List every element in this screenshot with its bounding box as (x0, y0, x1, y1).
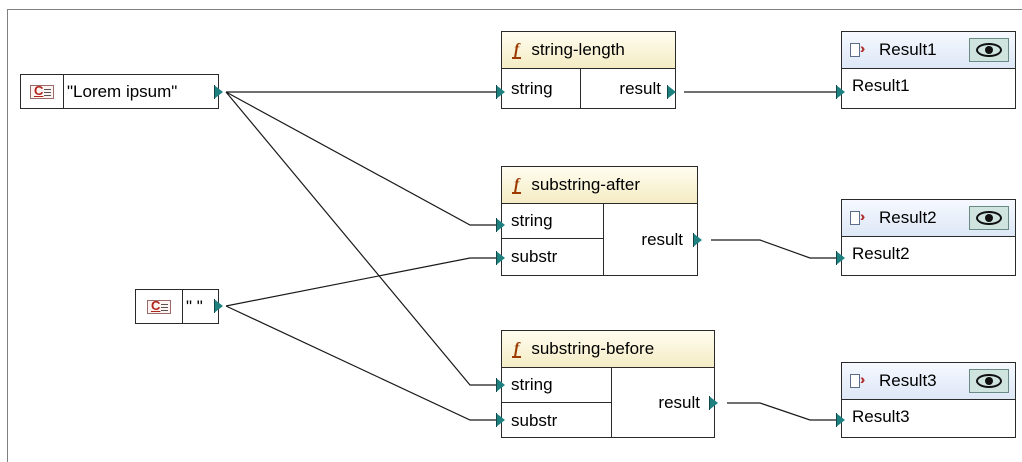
constant-space[interactable]: C " " (135, 289, 219, 324)
input-substr[interactable]: substr (511, 410, 558, 430)
input-port-string[interactable] (496, 378, 505, 392)
input-string[interactable]: string (502, 368, 611, 403)
output-port-result[interactable] (693, 233, 702, 247)
output-result[interactable]: result (619, 78, 661, 98)
output-result[interactable]: result (658, 392, 700, 412)
output-port-result[interactable] (667, 85, 676, 99)
constant-output-port[interactable] (214, 299, 223, 313)
constant-output-port[interactable] (214, 85, 223, 99)
result-component-3[interactable]: ›› Result3 Result3 (841, 362, 1016, 438)
result-component-1[interactable]: ›› Result1 Result1 (841, 31, 1016, 109)
constant-value[interactable]: "Lorem ipsum" (67, 81, 178, 101)
result-header[interactable]: ›› Result1 (842, 32, 1015, 69)
function-icon: f (512, 40, 522, 59)
result-input-port[interactable] (836, 251, 845, 265)
input-substr[interactable]: substr (511, 246, 558, 266)
constant-value[interactable]: " " (186, 296, 203, 316)
output-port-result[interactable] (709, 396, 718, 410)
input-port-string[interactable] (496, 218, 505, 232)
result-output-icon: ›› (850, 208, 876, 226)
function-substring-after[interactable]: f substring-after string substr result (501, 166, 698, 276)
result-input-row[interactable]: Result1 (852, 76, 910, 95)
input-string[interactable]: string (502, 204, 603, 239)
mapping-canvas[interactable] (7, 9, 1022, 462)
function-substring-before[interactable]: f substring-before string substr result (501, 330, 715, 438)
function-header[interactable]: f string-length (502, 32, 675, 69)
function-title: string-length (531, 40, 625, 59)
function-header[interactable]: f substring-before (502, 331, 714, 368)
constant-icon: C (21, 75, 64, 108)
result-title: Result2 (879, 208, 937, 227)
result-input-row[interactable]: Result2 (852, 244, 910, 263)
result-title: Result1 (879, 40, 937, 59)
function-title: substring-before (531, 339, 655, 358)
result-output-icon: ›› (850, 40, 876, 58)
eye-preview-icon[interactable] (969, 206, 1009, 230)
result-input-port[interactable] (836, 85, 845, 99)
constant-lorem-ipsum[interactable]: C "Lorem ipsum" (20, 74, 219, 109)
input-port-string[interactable] (496, 85, 505, 99)
result-component-2[interactable]: ›› Result2 Result2 (841, 199, 1016, 276)
input-string[interactable]: string (511, 78, 553, 98)
result-header[interactable]: ›› Result2 (842, 200, 1015, 237)
result-header[interactable]: ›› Result3 (842, 363, 1015, 400)
input-port-substr[interactable] (496, 413, 505, 427)
constant-icon: C (136, 290, 183, 323)
function-icon: f (512, 339, 522, 358)
function-icon: f (512, 175, 522, 194)
result-input-row[interactable]: Result3 (852, 407, 910, 426)
result-title: Result3 (879, 371, 937, 390)
input-port-substr[interactable] (496, 251, 505, 265)
function-header[interactable]: f substring-after (502, 167, 697, 204)
result-input-port[interactable] (836, 413, 845, 427)
eye-preview-icon[interactable] (969, 369, 1009, 393)
output-result[interactable]: result (641, 229, 683, 249)
eye-preview-icon[interactable] (969, 38, 1009, 62)
result-output-icon: ›› (850, 371, 876, 389)
function-string-length[interactable]: f string-length string result (501, 31, 676, 109)
function-title: substring-after (531, 175, 640, 194)
